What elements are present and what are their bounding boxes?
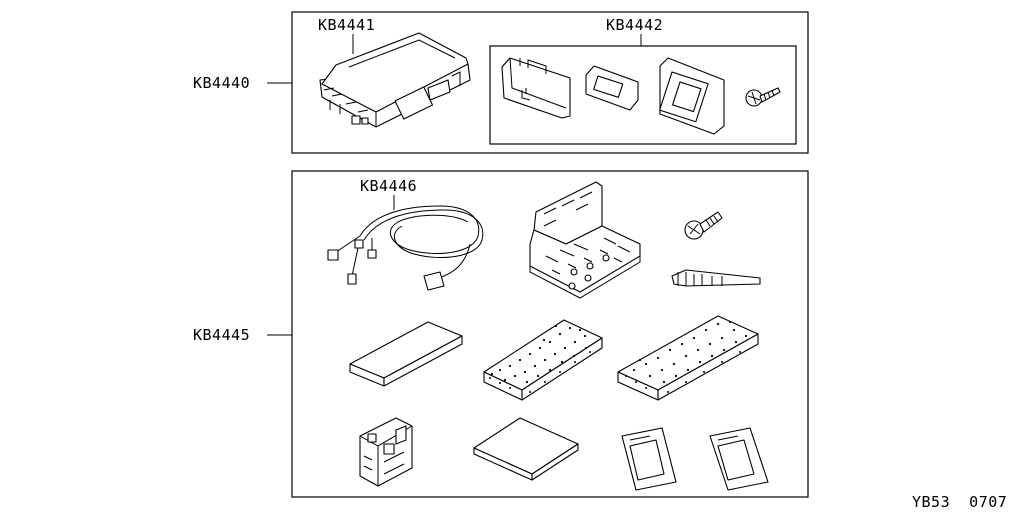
- diagram-code: YB53 0707: [912, 493, 1007, 511]
- cable-tie-icon: [671, 269, 761, 287]
- assembly-kb4445: KB4445 KB4446: [193, 170, 809, 498]
- mounting-bracket-icon: [529, 181, 641, 299]
- wire-harness-icon: [327, 205, 484, 291]
- subgroup-box-kb4442: [489, 45, 797, 145]
- flat-pad-icon: [349, 321, 463, 387]
- switch-bezel-kit-icon: [501, 57, 781, 135]
- part-label-kb4445: KB4445: [193, 326, 250, 344]
- part-label-kb4446: KB4446: [360, 177, 417, 195]
- assembly-box-lower: [291, 170, 809, 498]
- connector-clip-icon: [359, 417, 413, 487]
- part-label-kb4442: KB4442: [606, 16, 663, 34]
- bolt-icon: [684, 211, 723, 240]
- foam-pad-large-icon: [617, 315, 759, 401]
- control-unit-icon: [319, 32, 471, 128]
- part-label-kb4441: KB4441: [318, 16, 375, 34]
- adhesive-patch-icon: [621, 427, 677, 491]
- part-label-kb4440: KB4440: [193, 74, 250, 92]
- assembly-kb4440: KB4440 KB4441 KB4442: [193, 11, 809, 154]
- adhesive-patch-icon: [709, 427, 769, 491]
- square-sheet-icon: [473, 417, 579, 481]
- foam-pad-small-icon: [483, 319, 603, 401]
